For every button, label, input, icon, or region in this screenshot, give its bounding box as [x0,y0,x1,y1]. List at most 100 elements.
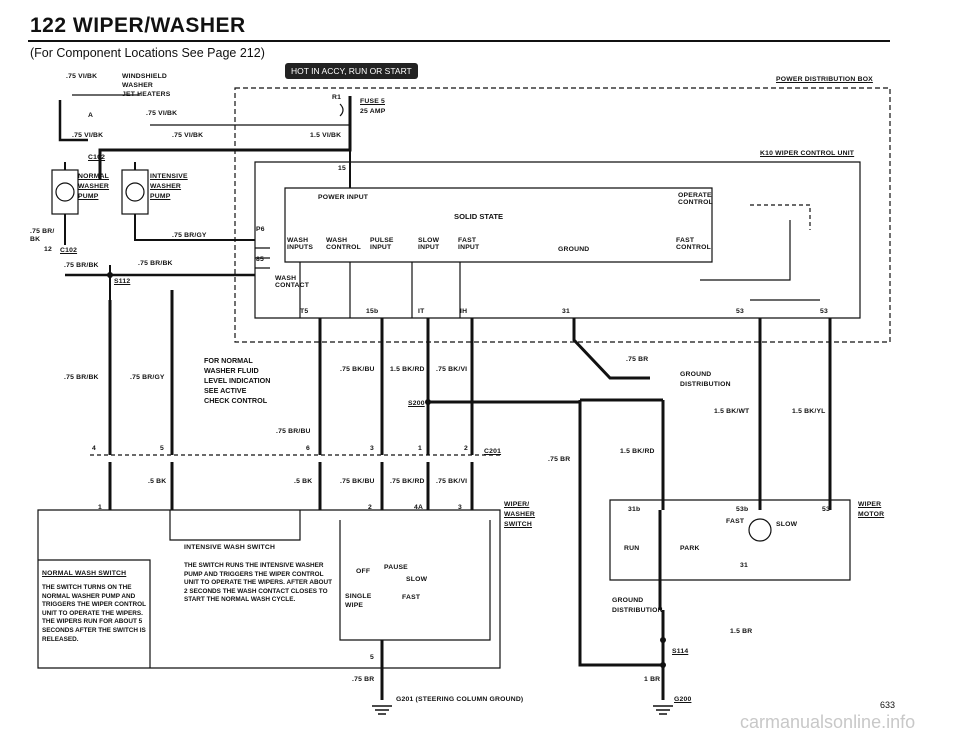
solid-state-box [284,187,713,263]
motor-slow: SLOW [776,521,798,528]
c102b-label: C102 [60,247,78,254]
power-input-label: POWER INPUT [318,194,369,201]
wire-label: .75 VI/BK [172,132,204,139]
normal-wash-switch-label: NORMAL WASH SWITCH [42,570,127,577]
s114-label: S114 [672,648,689,655]
pin-number: 2 [464,445,468,452]
wire-label: .75 BR/BK [64,262,99,269]
page-number: 633 [880,700,896,710]
ground-distribution-label-2: GROUND DISTRIBUTION [612,597,663,614]
pin-number: 3 [458,504,462,511]
pin-number: 31 [562,308,570,315]
pin-number: IT [418,308,425,315]
pulse-input-label: PULSE INPUT [370,237,394,251]
pin-number: 53 [822,506,830,513]
pin-number: 3 [370,445,374,452]
steering-column-ground-label: G201 (STEERING COLUMN GROUND) [396,696,524,703]
page-title: 122 WIPER/WASHER [30,14,246,37]
watermark: carmanualsonline.info [740,712,916,732]
fast-input-label: FAST INPUT [458,237,480,251]
slow-input-label: SLOW INPUT [418,237,440,251]
wire-label: 1.5 BK/RD [620,448,655,455]
fast-control-label: FAST CONTROL [676,237,712,251]
pin-number: IH [460,308,468,315]
wire-label: .75 VI/BK [72,132,104,139]
ground-distribution-label-1: GROUND DISTRIBUTION [680,371,731,388]
intensive-note: THE SWITCH RUNS THE INTENSIVE WASHER PUM… [184,562,333,604]
wire-label: .75 BR [352,676,375,683]
wash-contact-label: WASH CONTACT [275,275,310,289]
c102-label: C102 [88,154,106,161]
page-subtitle: (For Component Locations See Page 212) [30,46,265,60]
fluid-note: FOR NORMAL WASHER FLUID LEVEL INDICATION… [204,356,271,405]
motor-park: PARK [680,545,700,552]
wire-label: .75 BR/ BK [30,228,55,243]
title-rule [28,40,890,42]
switch-single-wipe: SINGLE WIPE [345,593,372,609]
s200-label: S200 [408,400,425,407]
wire-label: .5 BK [294,478,313,485]
wire-label: .75 BR [548,456,571,463]
pin-number: P6 [256,226,265,233]
pin-number: 2 [368,504,372,511]
solid-state-label: SOLID STATE [454,212,504,221]
s112-label: S112 [114,278,131,285]
pin-number: 5 [370,654,374,661]
power-distribution-label: POWER DISTRIBUTION BOX [776,76,873,83]
normal-washer-pump-label: NORMAL WASHER PUMP [78,173,110,200]
c201-label: C201 [484,448,502,455]
fuse-ref: R1 [332,94,342,101]
pin-number: 1 [98,504,102,511]
wash-control-label: WASH CONTROL [326,237,362,251]
motor-fast: FAST [726,518,745,525]
fuse-label: FUSE 5 [360,98,385,105]
pin-number: 53 [736,308,744,315]
g200-label: G200 [674,696,692,703]
pin-number: 53b [736,506,749,513]
wire-label: 1.5 BR [730,628,753,635]
pin-number: T5 [300,308,309,315]
wire-label: 1.5 VI/BK [310,132,342,139]
operate-control-label: OPERATE CONTROL [678,192,714,206]
wire-label: 1 BR [644,676,661,683]
pin-number: A [88,112,94,119]
intensive-wash-switch-label: INTENSIVE WASH SWITCH [184,544,276,551]
pin-number: 31 [740,562,748,569]
fuse-rating: 25 AMP [360,108,386,115]
motor-run: RUN [624,545,640,552]
wire-label: .75 BK/BU [340,478,375,485]
wire-label: .75 BR [626,356,649,363]
wire-label: 1.5 BK/YL [792,408,826,415]
wiper-motor-label: WIPER MOTOR [858,501,885,518]
ground-label: GROUND [558,246,590,253]
wire-label: .75 BK/RD [390,478,425,485]
wire-label: .75 BK/BU [340,366,375,373]
wire-label: 1.5 BK/RD [390,366,425,373]
control-unit-box [254,161,861,319]
wash-inputs-label: WASH INPUTS [287,237,314,251]
wire-label: .75 VI/BK [146,110,178,117]
hot-banner: HOT IN ACCY, RUN OR START [285,63,418,79]
wiper-control-unit-label: K10 WIPER CONTROL UNIT [760,150,855,157]
switch-fast: FAST [402,594,421,601]
windshield-washer-label: WINDSHIELD WASHER JET HEATERS [122,73,171,98]
wire-label: .75 BR/GY [130,374,165,381]
wire-label: .75 BR/BK [138,260,173,267]
wire-label: .75 BR/BK [64,374,99,381]
intensive-washer-pump-label: INTENSIVE WASHER PUMP [150,173,188,200]
pin-number: 1 [418,445,422,452]
pin-number: 4A [414,504,424,511]
wiper-washer-switch-label: WIPER/ WASHER SWITCH [504,501,536,528]
normal-note: THE SWITCH TURNS ON THE NORMAL WASHER PU… [42,584,146,643]
pin-number: 5 [160,445,164,452]
pin-number: 85 [256,256,264,263]
pin-number: 12 [44,246,52,253]
pin-number: 4 [92,445,96,452]
switch-slow: SLOW [406,576,428,583]
pin-number: 6 [306,445,310,452]
wire-label: .5 BK [148,478,167,485]
wire-label: .75 BK/VI [436,478,468,485]
pin-number: 31b [628,506,641,513]
wire-label: .75 VI/BK [66,73,98,80]
